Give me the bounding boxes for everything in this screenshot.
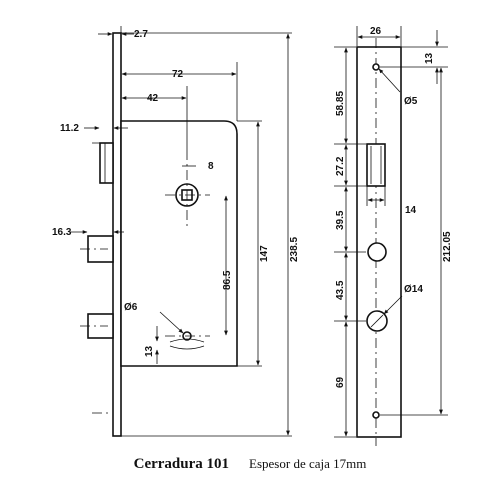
dim-top-to-latch: 58.85 [335,91,346,116]
side-view: 26 13 58.85 Ø5 27.2 39.5 14 43.5 [334,26,453,446]
dim-latch-width: 14 [405,205,417,216]
dim-key-slot: 13 [144,345,155,357]
dim-key-cylinder-hole: Ø14 [404,284,423,295]
side-faceplate [356,46,402,438]
spindle-hole [367,242,387,262]
dim-latch-to-spindle: 39.5 [335,210,346,230]
dim-backset-outer: 72 [172,69,184,80]
dim-spindle-square: 8 [208,161,214,172]
dim-key-hole: Ø6 [124,302,138,313]
dim-case-height: 147 [259,245,270,262]
dim-screw-spacing: 212.05 [442,231,453,262]
bottom-screw-hole [372,411,380,419]
dim-spindle-to-key-side: 43.5 [335,280,346,300]
dim-spindle-to-key: 86.5 [222,270,233,290]
drawing-caption: Cerradura 101 Espesor de caja 17mm [0,455,500,473]
faceplate [112,32,122,437]
front-view: 2.7 72 42 11.2 8 16.3 86.5 147 [52,26,300,437]
dim-top-margin: 13 [424,52,435,64]
dim-plate-height: 238.5 [289,237,300,262]
dim-latch-offset: 11.2 [60,123,79,134]
dim-plate-width: 26 [370,26,382,37]
top-screw-hole [372,63,380,71]
lock-case [120,120,238,367]
caption-title: Cerradura 101 [133,456,230,472]
keyhole [169,331,205,350]
latch-bolt [99,142,114,184]
dim-screw-hole: Ø5 [404,96,418,107]
dim-latch-height: 27.2 [335,156,346,176]
dim-backset-inner: 42 [147,93,159,104]
latch-window [366,143,386,187]
dim-key-to-bottom: 69 [335,376,346,388]
dim-deadbolt-offset: 16.3 [52,227,72,238]
caption-subtitle: Espesor de caja 17mm [249,456,367,471]
dim-faceplate-thickness: 2.7 [134,29,148,40]
